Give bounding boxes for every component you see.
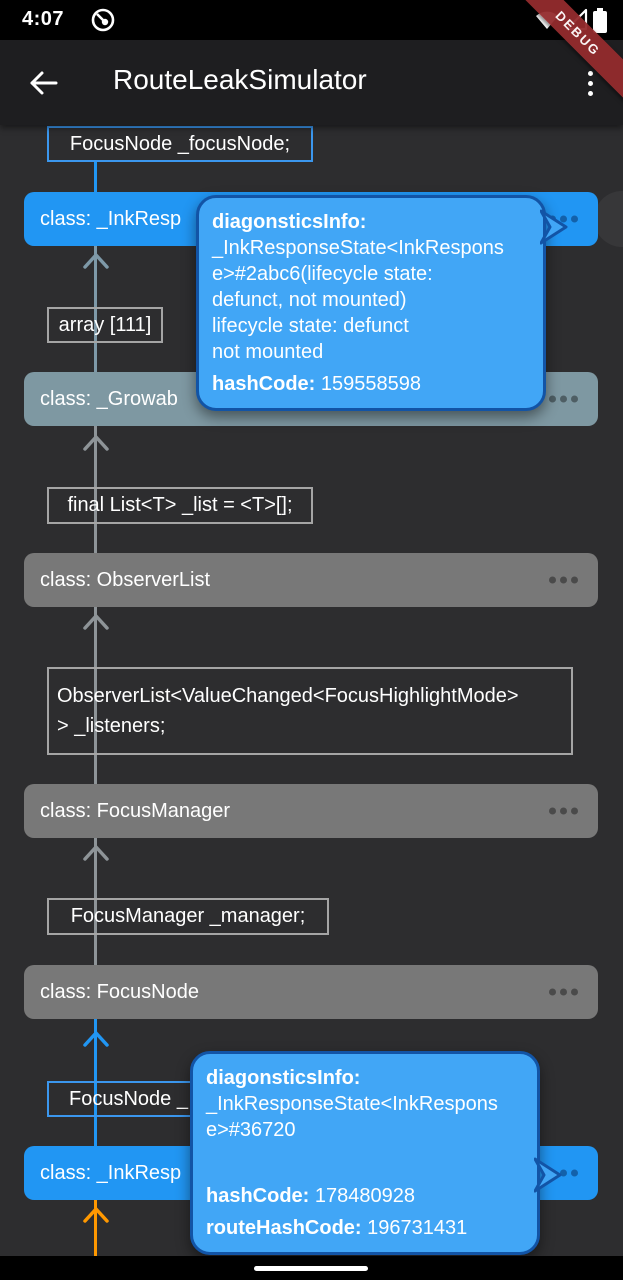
status-bar: 4:07 — [0, 0, 623, 40]
tooltip-routehashcode: routeHashCode: 196731431 — [206, 1215, 524, 1241]
tooltip-line: _InkResponseState<InkRespons — [212, 237, 504, 259]
app-bar: RouteLeakSimulator — [0, 40, 623, 125]
edge-focusmanager-to-focusnode — [94, 838, 97, 965]
field-label: ObserverList<ValueChanged<FocusHighlight… — [57, 685, 519, 707]
ripple-highlight — [594, 191, 623, 247]
node-menu-button[interactable] — [549, 988, 578, 996]
back-button[interactable] — [28, 67, 60, 99]
field-label: > _listeners; — [57, 715, 166, 737]
edge-growable-to-observerlist — [94, 426, 97, 553]
edge-observerlist-to-focusmanager — [94, 607, 97, 784]
edge-inkresponse2-down — [94, 1200, 97, 1256]
class-node-focusmanager[interactable]: class: FocusManager — [24, 784, 598, 838]
class-node-label: class: ObserverList — [40, 568, 211, 591]
routehashcode-value: 196731431 — [367, 1217, 468, 1239]
tooltip-hashcode: hashCode: 178480928 — [206, 1183, 524, 1209]
field-box-array: array [111] — [47, 307, 163, 343]
notification-icon — [91, 8, 115, 32]
field-label: FocusNode _focusNode; — [69, 132, 291, 155]
tooltip-line: defunct, not mounted) — [212, 289, 407, 311]
hashcode-label: hashCode: — [206, 1185, 310, 1207]
tooltip-beak-icon — [534, 1157, 562, 1193]
class-node-focusnode[interactable]: class: FocusNode — [24, 965, 598, 1019]
field-label: FocusNode _ — [69, 1087, 188, 1110]
field-label: array [111] — [58, 313, 152, 336]
routehashcode-label: routeHashCode: — [206, 1217, 362, 1239]
field-box-focusnode: FocusNode _focusNode; — [47, 126, 313, 162]
overflow-menu-button[interactable] — [583, 66, 597, 100]
node-menu-button[interactable] — [549, 807, 578, 815]
class-node-label: class: _Growab — [40, 387, 178, 410]
node-menu-button[interactable] — [549, 576, 578, 584]
clock: 4:07 — [22, 8, 65, 30]
tooltip-spacer — [206, 1143, 524, 1177]
tooltip-hashcode: hashCode: 159558598 — [212, 371, 530, 397]
node-menu-button[interactable] — [549, 395, 578, 403]
tooltip-title: diagonsticsInfo: — [212, 211, 367, 233]
hashcode-value: 159558598 — [320, 373, 422, 395]
tooltip-line: _InkResponseState<InkRespons — [206, 1093, 498, 1115]
arrowhead-up-icon — [83, 614, 109, 630]
battery-icon — [593, 8, 607, 33]
class-node-label: class: FocusManager — [40, 799, 231, 822]
class-node-observerlist[interactable]: class: ObserverList — [24, 553, 598, 607]
arrowhead-up-icon — [83, 435, 109, 451]
hashcode-label: hashCode: — [212, 373, 316, 395]
diagnostics-tooltip-2: diagonsticsInfo: _InkResponseState<InkRe… — [190, 1051, 562, 1255]
arrowhead-up-icon — [83, 845, 109, 861]
page-title: RouteLeakSimulator — [113, 64, 367, 95]
edge-inkresponse-to-growable — [94, 246, 97, 372]
field-box-list: final List<T> _list = <T>[]; — [47, 487, 313, 524]
tooltip-line: e>#2abc6(lifecycle state: — [212, 263, 433, 285]
gesture-handle[interactable] — [254, 1266, 368, 1271]
edge-focusnode-to-inkresponse — [94, 162, 97, 192]
class-node-label: class: _InkResp — [40, 207, 182, 230]
tooltip-line: lifecycle state: defunct — [212, 315, 409, 337]
class-node-label: class: _InkResp — [40, 1161, 182, 1184]
arrowhead-up-icon — [83, 253, 109, 269]
class-node-label: class: FocusNode — [40, 980, 199, 1003]
field-label: FocusManager _manager; — [70, 905, 306, 927]
tooltip-line: not mounted — [212, 341, 324, 363]
field-box-listeners: ObserverList<ValueChanged<FocusHighlight… — [47, 667, 573, 755]
arrowhead-up-icon — [83, 1207, 109, 1223]
tooltip-beak-icon — [540, 209, 568, 245]
hashcode-value: 178480928 — [314, 1185, 416, 1207]
tooltip-line: e>#36720 — [206, 1119, 296, 1141]
navigation-bar — [0, 1256, 623, 1280]
field-box-manager: FocusManager _manager; — [47, 898, 329, 935]
field-label: final List<T> _list = <T>[]; — [67, 494, 293, 516]
arrowhead-up-icon — [83, 1031, 109, 1047]
diagnostics-tooltip-1: diagonsticsInfo: _InkResponseState<InkRe… — [196, 195, 568, 411]
tooltip-title: diagonsticsInfo: — [206, 1067, 361, 1089]
